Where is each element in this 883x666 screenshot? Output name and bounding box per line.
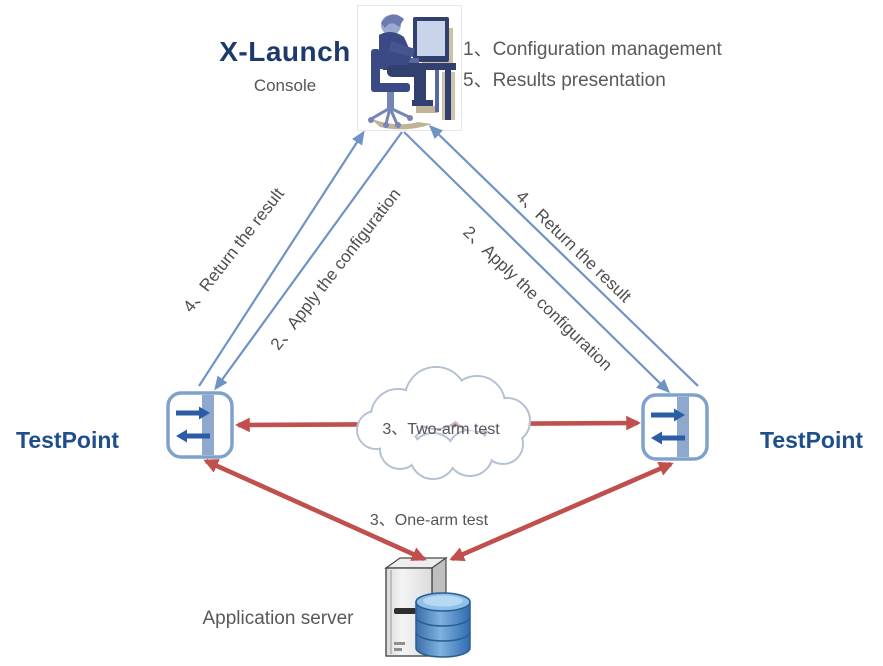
operator-at-desk-icon [368,14,456,130]
edge-one-arm-left-line [203,458,427,562]
testpoint-right-label: TestPoint [760,427,864,453]
edge-left-return-line [198,130,365,387]
edge-left-apply-line [214,131,403,391]
edge-right-apply-line [403,131,671,394]
console-functions-list: 1、Configuration management 5、Results pre… [463,34,722,96]
function-results-presentation: 5、Results presentation [463,70,666,91]
edge-one-arm-right-line [449,461,674,562]
one-arm-test-label: 3、One-arm test [369,512,489,529]
testpoint-icon-left [166,391,234,459]
console-icon [357,5,462,131]
console-subtitle: Console [253,76,317,95]
application-server-label: Application server [202,608,354,629]
testpoint-left-label: TestPoint [16,427,120,453]
brand-title: X-Launch [219,36,351,67]
two-arm-cloud [356,366,531,480]
console-title-block: X-Launch Console [203,36,367,96]
two-arm-test-label: 3、Two-arm test [382,421,500,438]
function-configuration-management: 1、Configuration management [463,39,722,60]
testpoint-icon-right [641,393,709,461]
edge-right-return-line [428,124,699,387]
